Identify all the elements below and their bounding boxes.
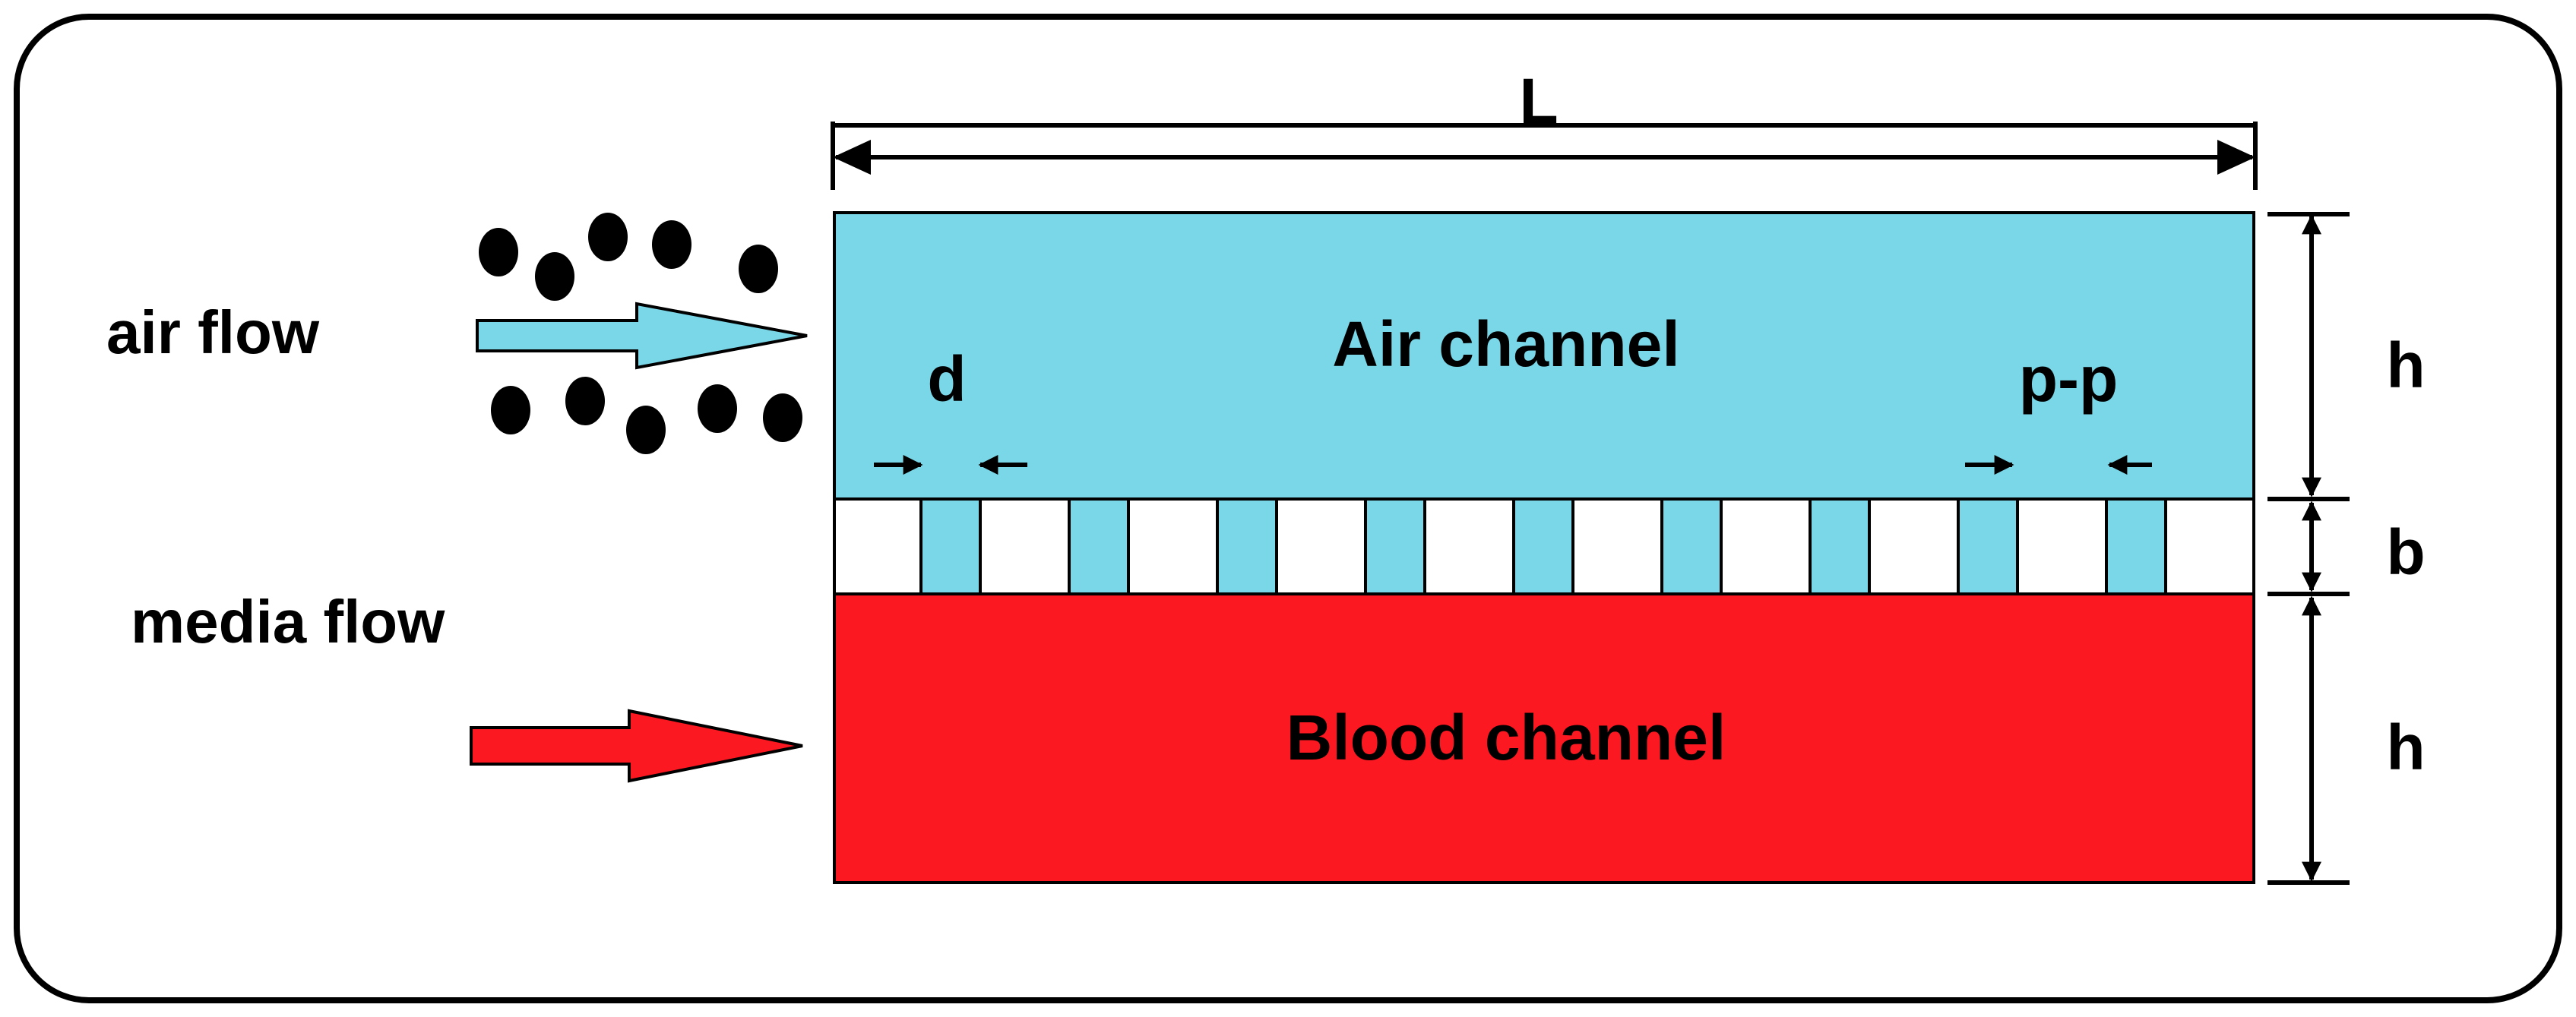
length-label: L — [1519, 65, 1558, 137]
air-particle — [739, 245, 778, 293]
membrane-pore — [1364, 497, 1426, 595]
blood-channel — [833, 592, 2255, 884]
membrane-pore — [1068, 497, 1130, 595]
height-dimensions — [2267, 212, 2350, 885]
pore-diameter-label: d — [927, 343, 966, 415]
membrane-pore — [919, 497, 982, 595]
blood-height-label: h — [2386, 712, 2425, 783]
membrane-pore — [1809, 497, 1871, 595]
air-particles — [479, 213, 802, 454]
blood-channel-label: Blood channel — [1286, 702, 1726, 773]
membrane-pore — [1957, 497, 2019, 595]
air-flow-label: air flow — [106, 298, 320, 366]
membrane-thickness-label: b — [2386, 516, 2425, 588]
membrane-pore — [1512, 497, 1574, 595]
membrane-pore — [1660, 497, 1723, 595]
air-particle — [652, 220, 691, 269]
air-particle — [565, 377, 605, 425]
air-height-label: h — [2386, 330, 2425, 401]
air-particle — [535, 252, 574, 301]
air-particle — [698, 384, 737, 433]
pore-pitch-label: p-p — [2019, 343, 2119, 415]
air-channel — [833, 211, 2255, 501]
air-particle — [626, 406, 666, 454]
air-particle — [479, 228, 518, 276]
air-channel-label: Air channel — [1332, 308, 1679, 380]
air-particle — [491, 386, 530, 434]
air-flow-arrow — [476, 302, 808, 370]
membrane-pore — [2105, 497, 2167, 595]
media-flow-label: media flow — [131, 588, 445, 655]
membrane-pores — [919, 497, 2167, 595]
media-flow-arrow — [470, 709, 803, 783]
air-particle — [588, 213, 628, 261]
membrane-pore — [1216, 497, 1278, 595]
air-particle — [763, 393, 802, 442]
